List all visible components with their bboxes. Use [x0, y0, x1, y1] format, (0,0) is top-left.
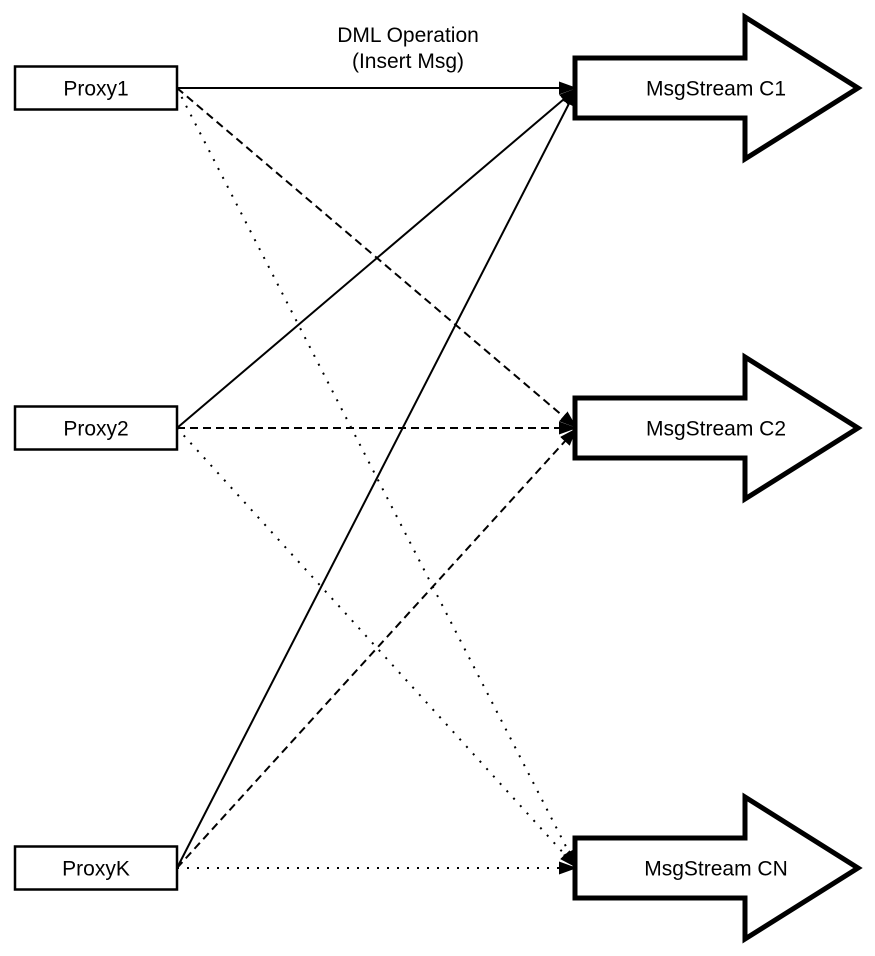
- proxy1-box: [13, 65, 179, 111]
- cn-block-arrow: [572, 792, 863, 944]
- proxyK-label: ProxyK: [62, 858, 130, 881]
- cn-label: MsgStream CN: [644, 858, 788, 881]
- node-c2: MsgStream C2: [572, 352, 863, 504]
- c1-label: MsgStream C1: [646, 78, 786, 101]
- edge-label-line1: DML Operation: [337, 24, 479, 47]
- proxy2-label: Proxy2: [63, 418, 128, 441]
- edges-layer: [176, 81, 578, 875]
- node-proxy1: Proxy1: [13, 65, 179, 111]
- node-proxyK: ProxyK: [13, 845, 179, 891]
- c2-block-arrow: [572, 352, 863, 504]
- node-proxy2: Proxy2: [13, 405, 179, 451]
- proxyK-box: [13, 845, 179, 891]
- edge-proxy2-c1: [176, 87, 578, 429]
- c1-block-arrow: [572, 12, 863, 164]
- node-cn: MsgStream CN: [572, 792, 863, 944]
- edge-label-line2: (Insert Msg): [352, 50, 464, 73]
- edge-proxy1-cn: [176, 87, 578, 869]
- proxy2-box: [13, 405, 179, 451]
- proxy1-label: Proxy1: [63, 78, 128, 101]
- node-c1: MsgStream C1: [572, 12, 863, 164]
- edge-proxyK-c1: [176, 87, 578, 869]
- edge-proxy2-cn: [176, 427, 578, 869]
- edge-proxyK-c2: [176, 427, 578, 869]
- c2-label: MsgStream C2: [646, 418, 786, 441]
